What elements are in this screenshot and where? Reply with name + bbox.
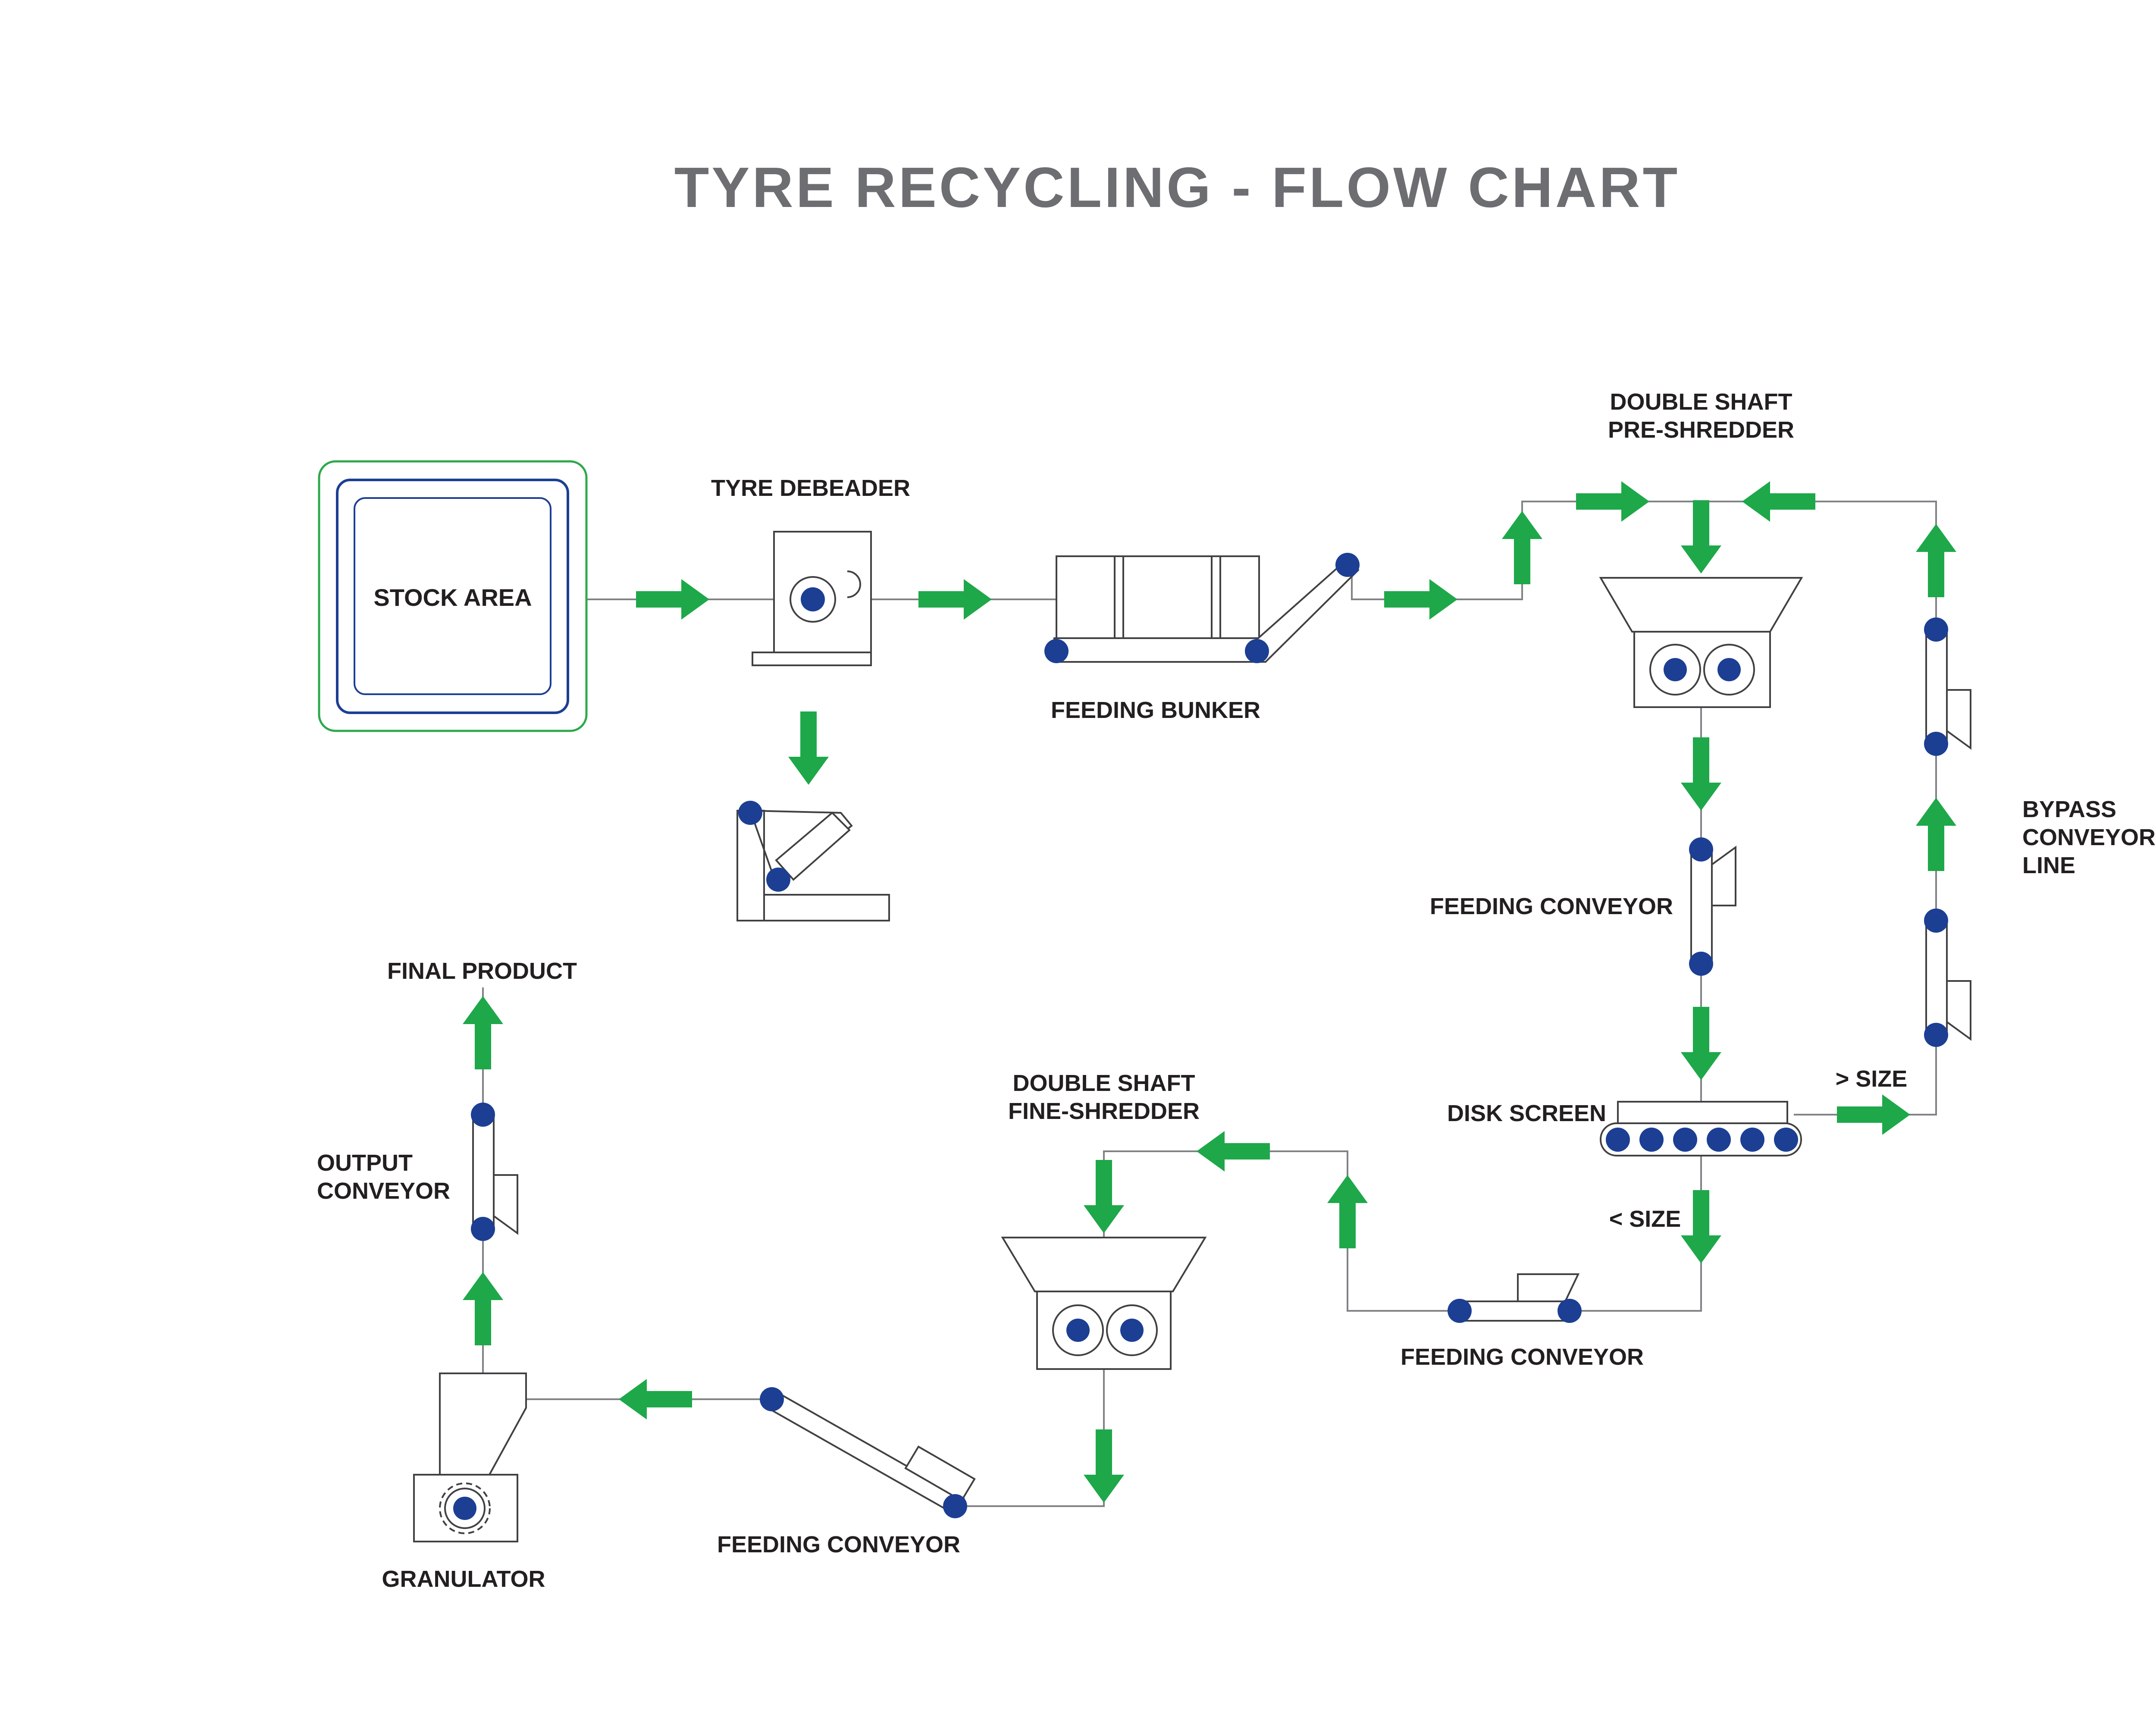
arrow-up-icon — [1916, 524, 1956, 597]
roller-icon — [471, 1217, 495, 1241]
feeding-conveyor-low: FEEDING CONVEYOR — [1401, 1273, 1644, 1370]
roller-icon — [1717, 658, 1741, 681]
roller-icon — [1066, 1319, 1090, 1342]
roller-icon — [760, 1387, 784, 1411]
stock-area: STOCK AREA — [318, 460, 588, 732]
feeding-bunker-label: FEEDING BUNKER — [1051, 697, 1260, 723]
roller-icon — [1639, 1128, 1664, 1152]
arrow-left-icon — [1197, 1131, 1270, 1172]
output-conveyor-label-line1: OUTPUT — [317, 1150, 413, 1176]
roller-icon — [471, 1103, 495, 1127]
arrow-down-icon — [1681, 1190, 1721, 1263]
roller-icon — [1774, 1128, 1798, 1152]
roller-icon — [1664, 658, 1687, 681]
arrow-down-icon — [1681, 1007, 1721, 1080]
roller-icon — [1606, 1128, 1630, 1152]
roller-icon — [1557, 1299, 1582, 1323]
granulator: GRANULATOR — [382, 1373, 545, 1592]
gear-icon — [439, 1482, 491, 1534]
roller-icon — [1673, 1128, 1697, 1152]
feeding-conveyor-incline-label: FEEDING CONVEYOR — [717, 1532, 960, 1557]
stock-area-label: STOCK AREA — [373, 584, 532, 611]
roller-icon — [1924, 617, 1948, 642]
roller-icon — [1924, 909, 1948, 933]
feeding-conveyor-vertical: FEEDING CONVEYOR — [1430, 837, 1736, 976]
output-conveyor-label-line2: CONVEYOR — [317, 1178, 450, 1204]
feeding-conveyor-incline: FEEDING CONVEYOR — [717, 1387, 976, 1557]
roller-icon — [1740, 1128, 1764, 1152]
roller-icon — [1924, 732, 1948, 756]
arrow-up-icon — [1327, 1175, 1368, 1248]
arrow-right-icon — [918, 579, 992, 620]
arrow-down-icon — [1681, 737, 1721, 811]
chart-title: TYRE RECYCLING - FLOW CHART — [674, 156, 1680, 219]
pre-shredder: DOUBLE SHAFT PRE-SHREDDER — [1599, 389, 1803, 708]
arrow-up-icon — [1916, 798, 1956, 871]
feeding-conveyor-low-label: FEEDING CONVEYOR — [1401, 1344, 1644, 1370]
roller-icon — [738, 801, 762, 825]
under-size-label: < SIZE — [1609, 1206, 1681, 1232]
feeding-bunker: FEEDING BUNKER — [1044, 553, 1360, 723]
arrow-right-icon — [1576, 481, 1649, 522]
arrow-down-icon — [788, 711, 829, 785]
arrow-up-icon — [463, 996, 503, 1069]
over-size-label: > SIZE — [1836, 1066, 1908, 1092]
pre-shredder-label-line2: PRE-SHREDDER — [1608, 417, 1794, 443]
arrow-up-icon — [1502, 511, 1542, 584]
bypass-label-line2: CONVEYOR — [2022, 824, 2156, 850]
tyre-debeader-label: TYRE DEBEADER — [711, 475, 910, 501]
roller-icon — [1448, 1299, 1472, 1323]
roller-icon — [766, 868, 790, 892]
roller-icon — [1924, 1023, 1948, 1047]
fine-shredder-label-line2: FINE-SHREDDER — [1008, 1098, 1200, 1124]
roller-icon — [1044, 639, 1069, 663]
arrow-right-icon — [1837, 1094, 1910, 1135]
arrow-left-icon — [1742, 481, 1815, 522]
final-product-label: FINAL PRODUCT — [387, 958, 577, 984]
fine-shredder-label-line1: DOUBLE SHAFT — [1013, 1070, 1195, 1096]
fine-shredder: DOUBLE SHAFT FINE-SHREDDER — [1001, 1070, 1207, 1370]
roller-icon — [1707, 1128, 1731, 1152]
roller-icon — [1689, 952, 1713, 976]
output-conveyor: OUTPUT CONVEYOR — [317, 1103, 518, 1241]
roller-icon — [1689, 837, 1713, 862]
disk-screen: DISK SCREEN > SIZE < SIZE — [1447, 1066, 1907, 1232]
bypass-label-line3: LINE — [2022, 852, 2075, 878]
roller-icon — [801, 587, 825, 611]
pre-shredder-label-line1: DOUBLE SHAFT — [1610, 389, 1792, 415]
arrow-up-icon — [463, 1272, 503, 1345]
arrow-right-icon — [636, 579, 709, 620]
feeding-conveyor-vertical-label: FEEDING CONVEYOR — [1430, 893, 1673, 919]
roller-icon — [943, 1494, 967, 1518]
bypass-label-line1: BYPASS — [2022, 796, 2116, 822]
granulator-label: GRANULATOR — [382, 1566, 545, 1592]
disk-screen-label: DISK SCREEN — [1447, 1100, 1606, 1126]
bead-wire-conveyor — [736, 801, 890, 921]
roller-icon — [1335, 553, 1360, 577]
bypass-conveyor-line: BYPASS CONVEYOR LINE — [1924, 617, 2156, 1047]
arrow-down-icon — [1681, 500, 1721, 573]
roller-icon — [1245, 639, 1269, 663]
arrow-right-icon — [1384, 579, 1457, 620]
roller-icon — [1120, 1319, 1144, 1342]
arrow-down-icon — [1084, 1429, 1124, 1503]
tyre-debeader: TYRE DEBEADER — [711, 475, 910, 666]
arrow-left-icon — [619, 1379, 692, 1420]
arrow-down-icon — [1084, 1160, 1124, 1233]
